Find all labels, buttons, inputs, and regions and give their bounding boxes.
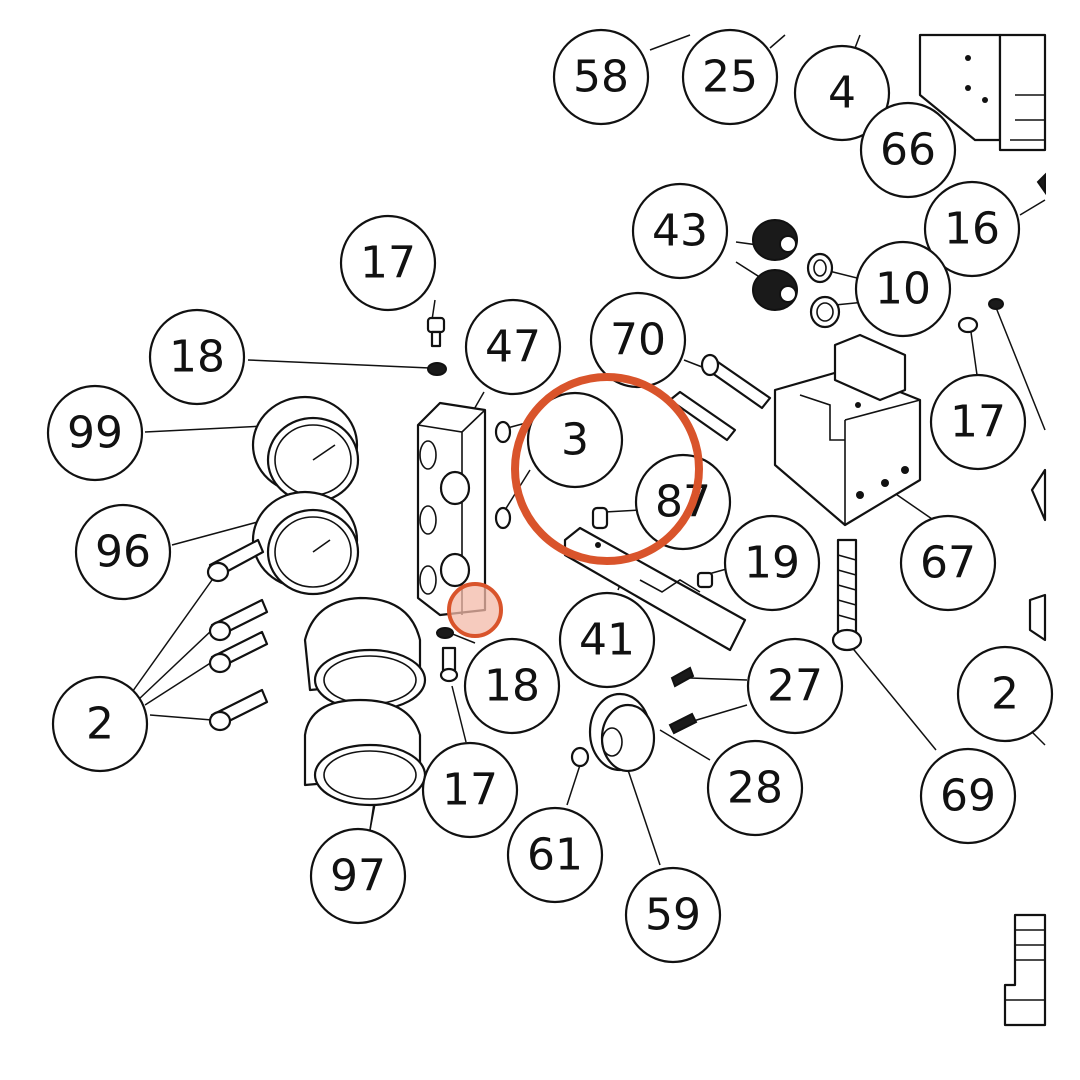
washer-18-top [427,362,447,376]
svg-text:61: 61 [527,830,583,881]
callout-43: 43 [631,182,729,280]
callout-41: 41 [558,591,656,689]
svg-text:96: 96 [95,527,151,578]
orings-3 [494,420,512,530]
callout-18-bottom: 18 [463,637,561,735]
callout-17-bottom: 17 [421,741,519,839]
washer-18-bottom [436,627,454,639]
callout-2-left: 2 [51,675,149,773]
callout-18-top: 18 [148,308,246,406]
sleeves-97 [303,596,427,807]
fitting-bottom-right [1003,913,1047,1027]
knob-59 [588,692,656,773]
callout-59: 59 [624,866,722,964]
svg-text:2: 2 [991,669,1019,720]
svg-text:99: 99 [67,408,123,459]
highlight-dot-small [447,582,503,638]
svg-text:27: 27 [767,661,823,712]
callout-16: 16 [923,180,1021,278]
svg-text:18: 18 [169,332,225,383]
svg-text:58: 58 [573,52,629,103]
partial-parts-right-edge [1028,468,1047,642]
svg-text:17: 17 [950,397,1006,448]
screw-17-bottom [439,646,459,683]
screw-17-top [426,316,446,348]
svg-text:3: 3 [561,415,589,466]
svg-text:2: 2 [86,699,114,750]
callout-17-right: 17 [929,373,1027,471]
svg-text:25: 25 [702,52,758,103]
svg-text:17: 17 [360,238,416,289]
svg-text:70: 70 [610,315,666,366]
gauge-99 [251,395,360,504]
machine-housing [918,33,1047,196]
bolt-69 [831,538,863,652]
callout-87: 87 [634,453,732,551]
svg-text:28: 28 [727,763,783,814]
callout-69: 69 [919,747,1017,845]
svg-text:4: 4 [828,68,856,119]
pin-70 [668,353,772,442]
svg-text:17: 17 [442,765,498,816]
svg-text:67: 67 [920,538,976,589]
callout-3: 3 [526,391,624,489]
svg-text:10: 10 [875,264,931,315]
svg-text:16: 16 [944,204,1000,255]
gauge-96 [251,490,360,596]
callout-99: 99 [46,384,144,482]
highlight-ring-large [511,373,703,565]
callout-25: 25 [681,28,779,126]
roller-43 [752,219,798,311]
springs-27-28 [668,666,698,735]
svg-text:69: 69 [940,771,996,822]
setscrew-19 [696,571,714,589]
svg-text:59: 59 [645,890,701,941]
callout-67: 67 [899,514,997,612]
svg-text:97: 97 [330,851,386,902]
screw-17-right [957,298,1004,334]
callout-61: 61 [506,806,604,904]
callout-28: 28 [706,739,804,837]
callout-27: 27 [746,637,844,735]
callout-10: 10 [854,240,952,338]
callout-19: 19 [723,514,821,612]
pin-87 [591,506,609,530]
callout-4: 4 [793,44,891,142]
callout-97: 97 [309,827,407,925]
manifold-47 [416,401,487,617]
svg-text:19: 19 [744,538,800,589]
svg-text:66: 66 [880,125,936,176]
nut-61 [570,746,590,768]
callout-47: 47 [464,298,562,396]
screws-2 [206,538,269,732]
block-67 [773,333,922,527]
callout-17-top: 17 [339,214,437,312]
callout-66: 66 [859,101,957,199]
svg-text:47: 47 [485,322,541,373]
callout-70: 70 [589,291,687,389]
svg-text:43: 43 [652,206,708,257]
washer-10 [806,252,841,329]
svg-text:18: 18 [484,661,540,712]
callout-2-right: 2 [956,645,1054,743]
svg-text:41: 41 [579,615,635,666]
callout-58: 58 [552,28,650,126]
callout-96: 96 [74,503,172,601]
